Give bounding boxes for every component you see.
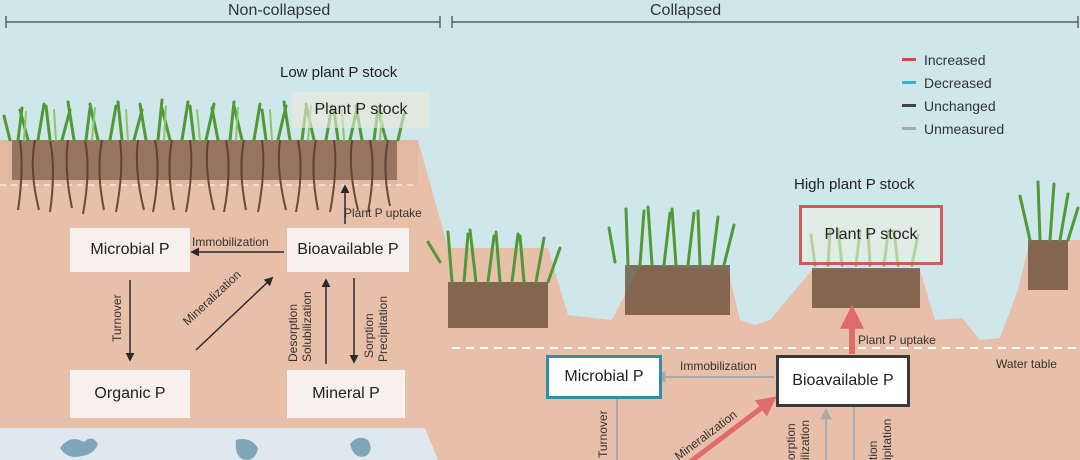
header-range-right: [451, 16, 1079, 28]
left-plant-p-box: Plant P stock: [292, 92, 430, 128]
right-precipitation-label: ipitation: [880, 418, 894, 460]
right-stock-label: High plant P stock: [794, 176, 915, 193]
left-precipitation-label: Precipitation: [376, 295, 390, 362]
right-plant-p-box: Plant P stock: [799, 205, 943, 265]
legend: Increased Decreased Unchanged Unmeasured: [902, 48, 1004, 140]
right-immobilization-label: Immobilization: [680, 359, 757, 373]
tussock-2: [607, 205, 736, 315]
left-microbial-p-box: Microbial P: [70, 228, 190, 272]
right-sorption-label: tion: [866, 440, 880, 460]
legend-item-decreased: Decreased: [902, 71, 1004, 94]
right-arrows: [616, 304, 864, 460]
tussock-1: [426, 228, 562, 328]
root-mat-left: [12, 140, 397, 180]
aquatic-band: [0, 428, 438, 460]
left-immobilization-label: Immobilization: [192, 235, 269, 249]
right-turnover-label: Turnover: [596, 410, 610, 458]
left-bioavailable-p-box: Bioavailable P: [287, 228, 409, 272]
arrow-mineralization-left: [195, 276, 274, 351]
fauna-icons: [60, 437, 371, 460]
right-desorption-label: orption: [784, 423, 798, 460]
left-organic-p-box: Organic P: [70, 370, 190, 418]
left-turnover-label: Turnover: [110, 294, 124, 342]
left-uptake-label: Plant P uptake: [344, 206, 422, 220]
right-bioavailable-p-box: Bioavailable P: [776, 355, 910, 407]
header-collapsed: Collapsed: [650, 2, 722, 19]
left-solubilization-label: Solubilization: [300, 291, 314, 362]
legend-item-unchanged: Unchanged: [902, 94, 1004, 117]
left-stock-label: Low plant P stock: [280, 64, 398, 81]
left-desorption-label: Desorption: [286, 303, 300, 362]
right-microbial-p-box: Microbial P: [546, 355, 662, 399]
legend-item-increased: Increased: [902, 48, 1004, 71]
left-mineral-p-box: Mineral P: [287, 370, 405, 418]
right-uptake-label: Plant P uptake: [858, 333, 936, 347]
water-table-label: Water table: [996, 357, 1057, 371]
left-sorption-label: Sorption: [362, 313, 376, 358]
left-arrows: [125, 184, 359, 364]
arrow-mineralization-right: [688, 396, 777, 460]
tussock-4: [1018, 180, 1080, 290]
header-non-collapsed: Non-collapsed: [228, 2, 331, 19]
header-range-left: [5, 16, 441, 28]
legend-item-unmeasured: Unmeasured: [902, 117, 1004, 140]
right-solubilization-label: ilization: [798, 419, 812, 460]
